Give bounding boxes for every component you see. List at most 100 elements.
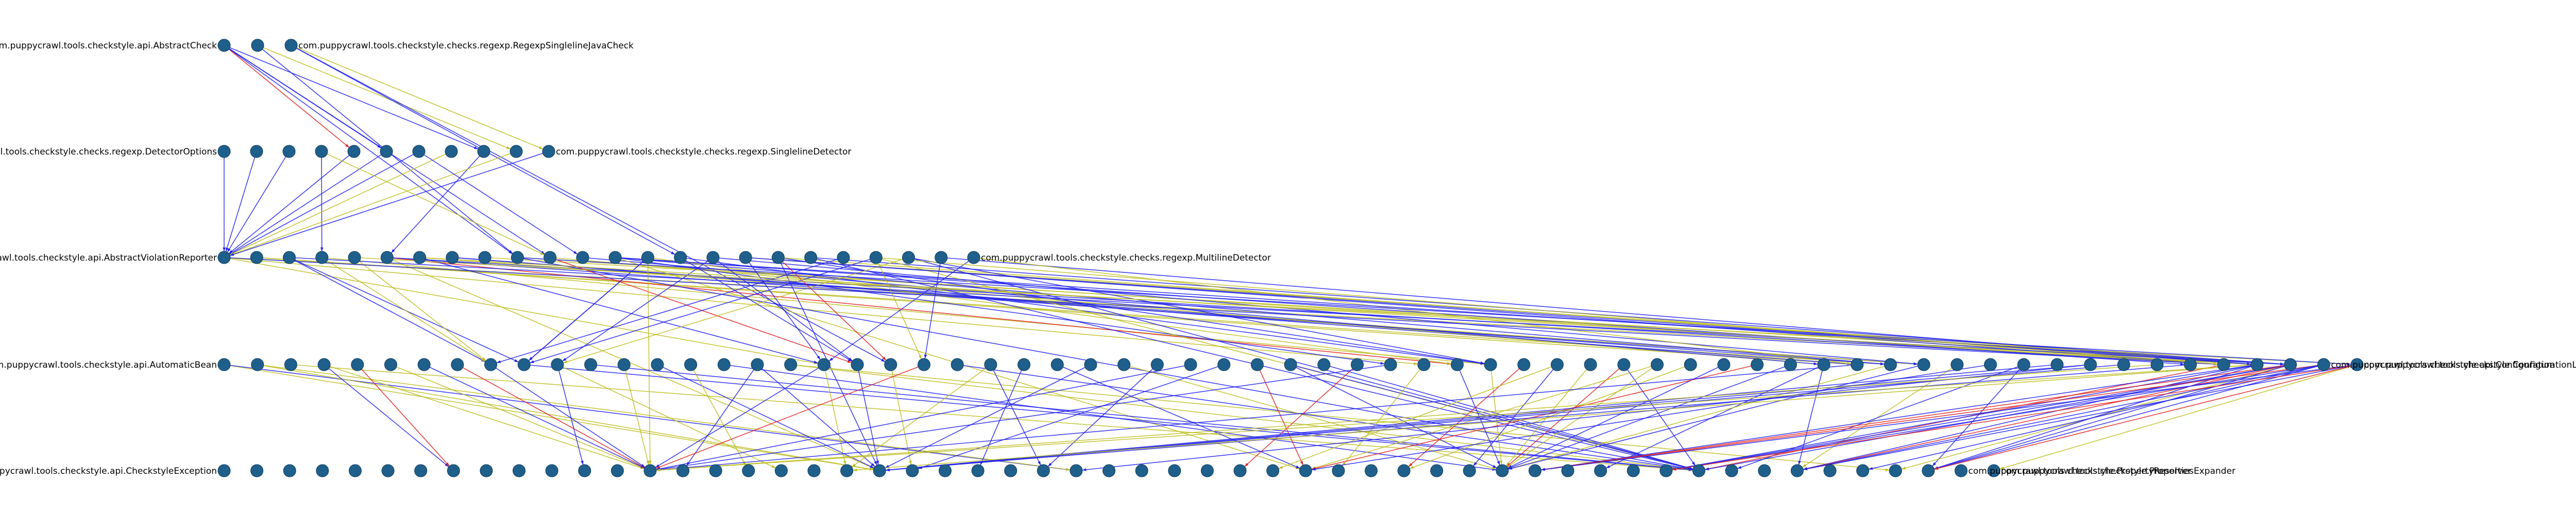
class-node[interactable] <box>217 39 231 52</box>
class-node[interactable] <box>417 358 431 371</box>
class-node[interactable] <box>1135 464 1148 477</box>
class-node[interactable] <box>1397 464 1411 477</box>
class-node[interactable] <box>413 251 427 264</box>
class-node[interactable] <box>447 464 460 477</box>
class-node[interactable] <box>2350 358 2364 371</box>
class-node[interactable] <box>608 251 622 264</box>
class-node[interactable] <box>643 464 657 477</box>
class-node[interactable] <box>807 464 821 477</box>
class-node[interactable] <box>1717 358 1731 371</box>
class-node[interactable] <box>771 251 785 264</box>
class-node[interactable] <box>1317 358 1331 371</box>
class-node[interactable] <box>2284 358 2297 371</box>
class-node[interactable] <box>380 145 393 158</box>
class-node[interactable] <box>348 464 362 477</box>
class-node[interactable] <box>817 358 831 371</box>
class-node[interactable] <box>1917 358 1930 371</box>
class-node[interactable] <box>551 358 564 371</box>
class-node[interactable] <box>1984 358 1997 371</box>
class-node[interactable] <box>1659 464 1673 477</box>
class-node[interactable] <box>1790 464 1804 477</box>
class-node[interactable] <box>676 464 690 477</box>
class-node[interactable] <box>1626 464 1640 477</box>
class-node[interactable] <box>315 145 328 158</box>
class-node[interactable] <box>1851 358 1864 371</box>
class-node[interactable] <box>1463 464 1476 477</box>
class-node[interactable] <box>1594 464 1607 477</box>
class-node[interactable] <box>884 358 897 371</box>
class-node[interactable] <box>851 358 864 371</box>
class-node[interactable] <box>317 358 331 371</box>
class-node[interactable] <box>1484 358 1497 371</box>
class-node[interactable] <box>1450 358 1464 371</box>
class-node[interactable] <box>1168 464 1181 477</box>
class-node[interactable] <box>2050 358 2064 371</box>
class-node[interactable] <box>1350 358 1364 371</box>
class-node[interactable] <box>1070 464 1083 477</box>
class-node[interactable] <box>1751 358 1764 371</box>
class-node[interactable] <box>1417 358 1431 371</box>
class-node[interactable] <box>706 251 720 264</box>
class-node[interactable] <box>445 145 458 158</box>
class-node[interactable] <box>984 358 997 371</box>
class-node[interactable] <box>1384 358 1397 371</box>
class-node[interactable] <box>284 39 298 52</box>
class-node[interactable] <box>1823 464 1837 477</box>
class-node[interactable] <box>1684 358 1697 371</box>
class-node[interactable] <box>351 358 364 371</box>
class-node[interactable] <box>283 464 296 477</box>
class-node[interactable] <box>1856 464 1870 477</box>
class-node[interactable] <box>282 145 296 158</box>
class-node[interactable] <box>1233 464 1247 477</box>
class-node[interactable] <box>2317 358 2330 371</box>
class-node[interactable] <box>250 145 263 158</box>
class-node[interactable] <box>217 358 231 371</box>
class-node[interactable] <box>1692 464 1705 477</box>
class-node[interactable] <box>348 251 361 264</box>
class-node[interactable] <box>510 145 523 158</box>
class-node[interactable] <box>1725 464 1738 477</box>
class-node[interactable] <box>480 464 493 477</box>
class-node[interactable] <box>1050 358 1064 371</box>
class-node[interactable] <box>576 251 589 264</box>
class-node[interactable] <box>380 251 394 264</box>
class-node[interactable] <box>1184 358 1197 371</box>
class-node[interactable] <box>1987 464 2001 477</box>
class-node[interactable] <box>2084 358 2097 371</box>
class-node[interactable] <box>617 358 631 371</box>
class-node[interactable] <box>1551 358 1564 371</box>
class-node[interactable] <box>451 358 464 371</box>
class-node[interactable] <box>1784 358 1797 371</box>
class-node[interactable] <box>1266 464 1280 477</box>
class-node[interactable] <box>217 251 231 264</box>
class-node[interactable] <box>1084 358 1097 371</box>
class-node[interactable] <box>902 251 915 264</box>
class-node[interactable] <box>544 251 557 264</box>
class-node[interactable] <box>784 358 798 371</box>
class-node[interactable] <box>484 358 497 371</box>
class-node[interactable] <box>316 464 329 477</box>
class-node[interactable] <box>284 358 297 371</box>
class-node[interactable] <box>641 251 654 264</box>
class-node[interactable] <box>283 251 296 264</box>
class-node[interactable] <box>739 251 752 264</box>
class-node[interactable] <box>545 464 558 477</box>
class-node[interactable] <box>1817 358 1831 371</box>
class-node[interactable] <box>1584 358 1597 371</box>
class-node[interactable] <box>869 251 883 264</box>
class-node[interactable] <box>1284 358 1297 371</box>
class-node[interactable] <box>674 251 687 264</box>
class-node[interactable] <box>1954 464 1968 477</box>
class-node[interactable] <box>2184 358 2197 371</box>
class-node[interactable] <box>217 145 231 158</box>
class-node[interactable] <box>837 251 850 264</box>
class-node[interactable] <box>251 39 264 52</box>
class-node[interactable] <box>709 464 722 477</box>
class-node[interactable] <box>804 251 818 264</box>
class-node[interactable] <box>511 251 524 264</box>
class-node[interactable] <box>1364 464 1378 477</box>
class-node[interactable] <box>250 464 264 477</box>
class-node[interactable] <box>578 464 591 477</box>
class-node[interactable] <box>1200 464 1214 477</box>
class-node[interactable] <box>2017 358 2030 371</box>
